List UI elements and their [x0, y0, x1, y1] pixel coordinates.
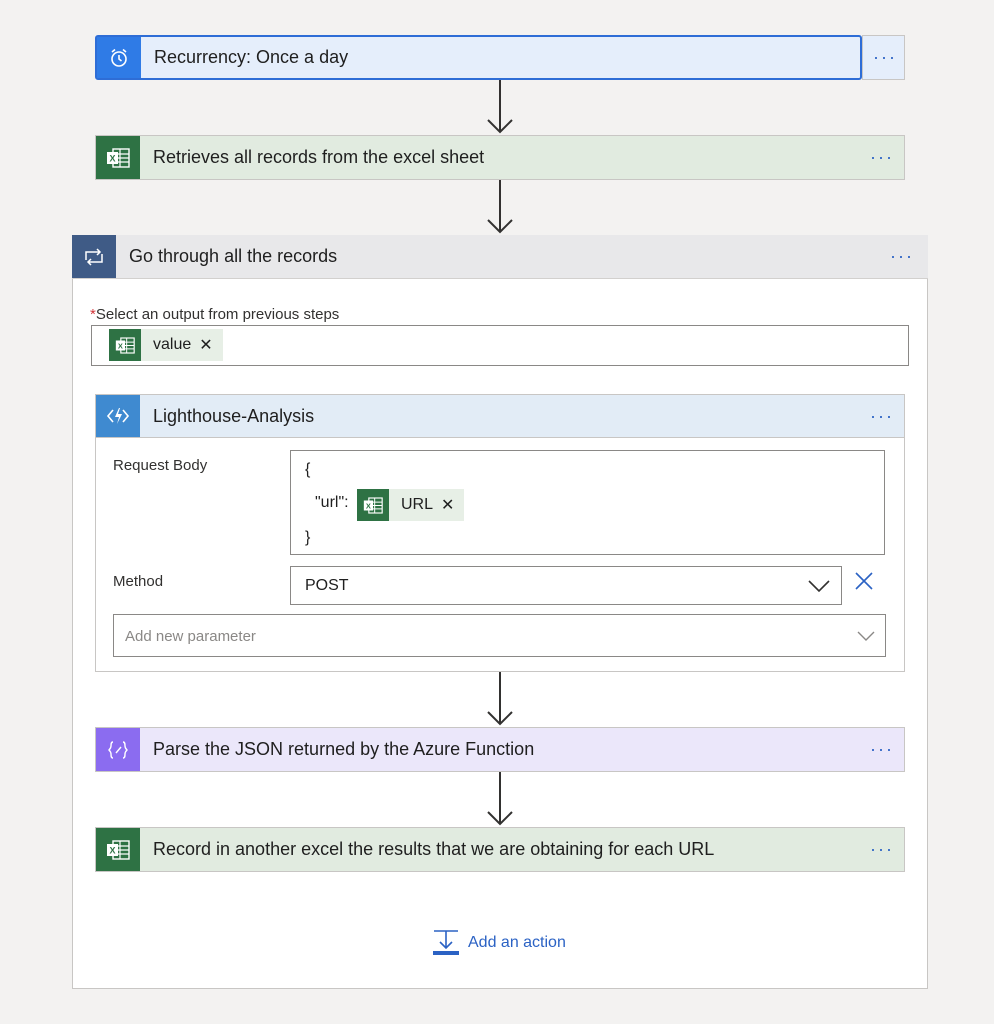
- excel-icon: X: [109, 329, 141, 361]
- select-output-label: *Select an output from previous steps: [90, 306, 340, 323]
- excel-icon: X: [96, 828, 140, 871]
- svg-text:X: X: [118, 341, 123, 350]
- function-title: Lighthouse-Analysis: [153, 405, 315, 426]
- add-parameter-placeholder: Add new parameter: [125, 628, 256, 645]
- step-title: Retrieves all records from the excel she…: [153, 147, 485, 167]
- loop-icon: [72, 235, 116, 278]
- token-remove-icon[interactable]: ✕: [441, 497, 455, 514]
- output-token[interactable]: X value ✕: [109, 329, 223, 361]
- more-icon[interactable]: ···: [870, 405, 894, 426]
- excel-list-rows-card[interactable]: X Retrieves all records from the excel s…: [95, 135, 905, 180]
- azure-function-icon: [96, 395, 140, 437]
- add-new-parameter-select[interactable]: Add new parameter: [113, 614, 886, 657]
- body-close-brace: }: [305, 529, 311, 546]
- parse-json-icon: [96, 728, 140, 771]
- more-icon[interactable]: ···: [870, 147, 894, 167]
- more-icon[interactable]: ···: [890, 246, 914, 266]
- clear-method-icon[interactable]: [854, 571, 874, 591]
- alarm-clock-icon: [97, 37, 141, 78]
- add-action-button[interactable]: Add an action: [432, 929, 566, 957]
- request-body-input[interactable]: { "url": X URL ✕ }: [290, 450, 885, 555]
- token-label: URL: [401, 496, 434, 513]
- method-select[interactable]: POST: [290, 566, 842, 605]
- trigger-more-button[interactable]: ···: [862, 35, 905, 80]
- more-icon[interactable]: ···: [870, 739, 894, 759]
- azure-function-header[interactable]: Lighthouse-Analysis ···: [95, 394, 905, 438]
- body-key: "url":: [315, 494, 349, 511]
- svg-text:X: X: [366, 501, 371, 510]
- flow-arrow: [487, 180, 513, 234]
- request-body-label: Request Body: [113, 457, 208, 474]
- loop-title: Go through all the records: [129, 246, 338, 266]
- token-label: value: [153, 336, 192, 353]
- flow-arrow: [487, 80, 513, 134]
- step-title: Record in another excel the results that…: [153, 839, 715, 859]
- svg-text:X: X: [109, 845, 115, 855]
- excel-add-row-card[interactable]: X Record in another excel the results th…: [95, 827, 905, 872]
- excel-icon: X: [357, 489, 389, 521]
- method-label: Method: [113, 573, 164, 590]
- parse-json-card[interactable]: Parse the JSON returned by the Azure Fun…: [95, 727, 905, 772]
- step-title: Parse the JSON returned by the Azure Fun…: [153, 739, 535, 759]
- svg-text:X: X: [109, 153, 115, 163]
- method-value: POST: [305, 577, 349, 594]
- body-open-brace: {: [305, 461, 311, 478]
- add-action-label: Add an action: [468, 934, 566, 951]
- trigger-title: Recurrency: Once a day: [154, 47, 349, 67]
- excel-icon: X: [96, 136, 140, 179]
- url-token[interactable]: X URL ✕: [357, 489, 465, 521]
- more-icon[interactable]: ···: [870, 839, 894, 859]
- trigger-card[interactable]: Recurrency: Once a day: [95, 35, 862, 80]
- apply-to-each-header[interactable]: Go through all the records ···: [72, 235, 928, 279]
- add-action-icon: [433, 930, 459, 955]
- chevron-down-icon: [808, 580, 830, 593]
- select-output-input[interactable]: X value ✕: [91, 325, 909, 366]
- required-mark: *: [90, 306, 96, 323]
- flow-arrow: [487, 672, 513, 726]
- flow-arrow: [487, 772, 513, 826]
- token-remove-icon[interactable]: ✕: [199, 337, 213, 354]
- more-icon: ···: [873, 47, 897, 67]
- chevron-down-icon: [857, 631, 875, 641]
